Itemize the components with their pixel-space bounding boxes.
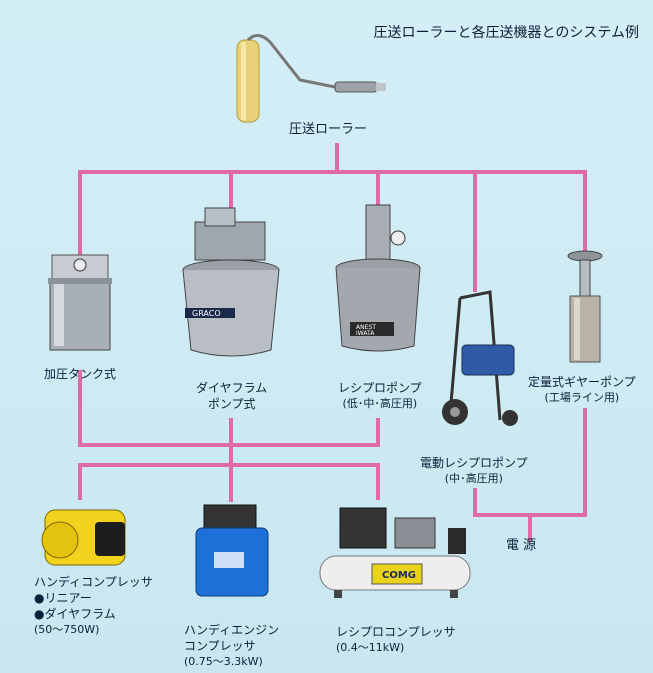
gear-pump-icon (567, 250, 603, 363)
roller-label: 圧送ローラー (289, 122, 368, 137)
engine-compressor-name-1: ハンディエンジン (184, 623, 280, 637)
iwata-brand: IWATA (356, 330, 375, 337)
handy-compressor-sub: (50～750W) (34, 623, 100, 636)
handy-compressor-name: ハンディコンプレッサ (34, 575, 153, 589)
graco-brand: GRACO (192, 309, 221, 318)
engine-compressor-name-2: コンプレッサ (184, 639, 256, 653)
recipro-compressor-icon: COMG (319, 507, 471, 598)
diaphragm-label: ダイヤフラム ポンプ式 (196, 380, 267, 412)
comg-brand: COMG (382, 570, 416, 581)
engine-compressor-label: ハンディエンジン コンプレッサ (0.75～3.3kW) (184, 622, 279, 670)
handy-compressor-icon (41, 509, 126, 566)
electric-pump-label: 電動レシプロポンプ (中･高圧用) (420, 455, 528, 487)
electric-pump-sub: (中･高圧用) (444, 472, 503, 485)
recipro-pump-name: レシプロポンプ (338, 381, 422, 395)
pressure-tank-icon (48, 254, 112, 351)
handy-compressor-label: ハンディコンプレッサ ●リニアー ●ダイヤフラム (50～750W) (34, 574, 153, 638)
paint-roller-icon (236, 34, 386, 123)
gear-pump-sub: (工場ライン用) (544, 391, 620, 404)
recipro-compressor-name: レシプロコンプレッサ (336, 625, 456, 639)
recipro-compressor-label: レシプロコンプレッサ (0.4～11kW) (336, 624, 456, 656)
engine-compressor-icon (195, 504, 269, 597)
gear-pump-name: 定量式ギヤーポンプ (528, 375, 636, 389)
handy-compressor-item-2: ●ダイヤフラム (34, 607, 116, 621)
diagram-title: 圧送ローラーと各圧送機器とのシステム例 (373, 25, 639, 41)
diaphragm-label-line2: ポンプ式 (207, 397, 256, 411)
recipro-pump-sub: (低･中･高圧用) (342, 397, 418, 410)
recipro-pump-icon: ANEST IWATA (335, 204, 421, 352)
diaphragm-pump-icon: GRACO (182, 207, 280, 357)
tank-label: 加圧タンク式 (44, 367, 117, 381)
handy-compressor-item-1: ●リニアー (34, 591, 92, 605)
recipro-pump-label: レシプロポンプ (低･中･高圧用) (338, 380, 422, 412)
connector-lines (78, 143, 587, 542)
anest-brand: ANEST (356, 324, 376, 331)
diaphragm-label-line1: ダイヤフラム (196, 381, 268, 395)
electric-pump-name: 電動レシプロポンプ (420, 456, 528, 470)
recipro-compressor-sub: (0.4～11kW) (336, 641, 405, 654)
engine-compressor-sub: (0.75～3.3kW) (184, 655, 263, 668)
power-label: 電 源 (506, 538, 537, 553)
electric-pump-icon (442, 290, 518, 426)
gear-pump-label: 定量式ギヤーポンプ (工場ライン用) (528, 374, 636, 406)
